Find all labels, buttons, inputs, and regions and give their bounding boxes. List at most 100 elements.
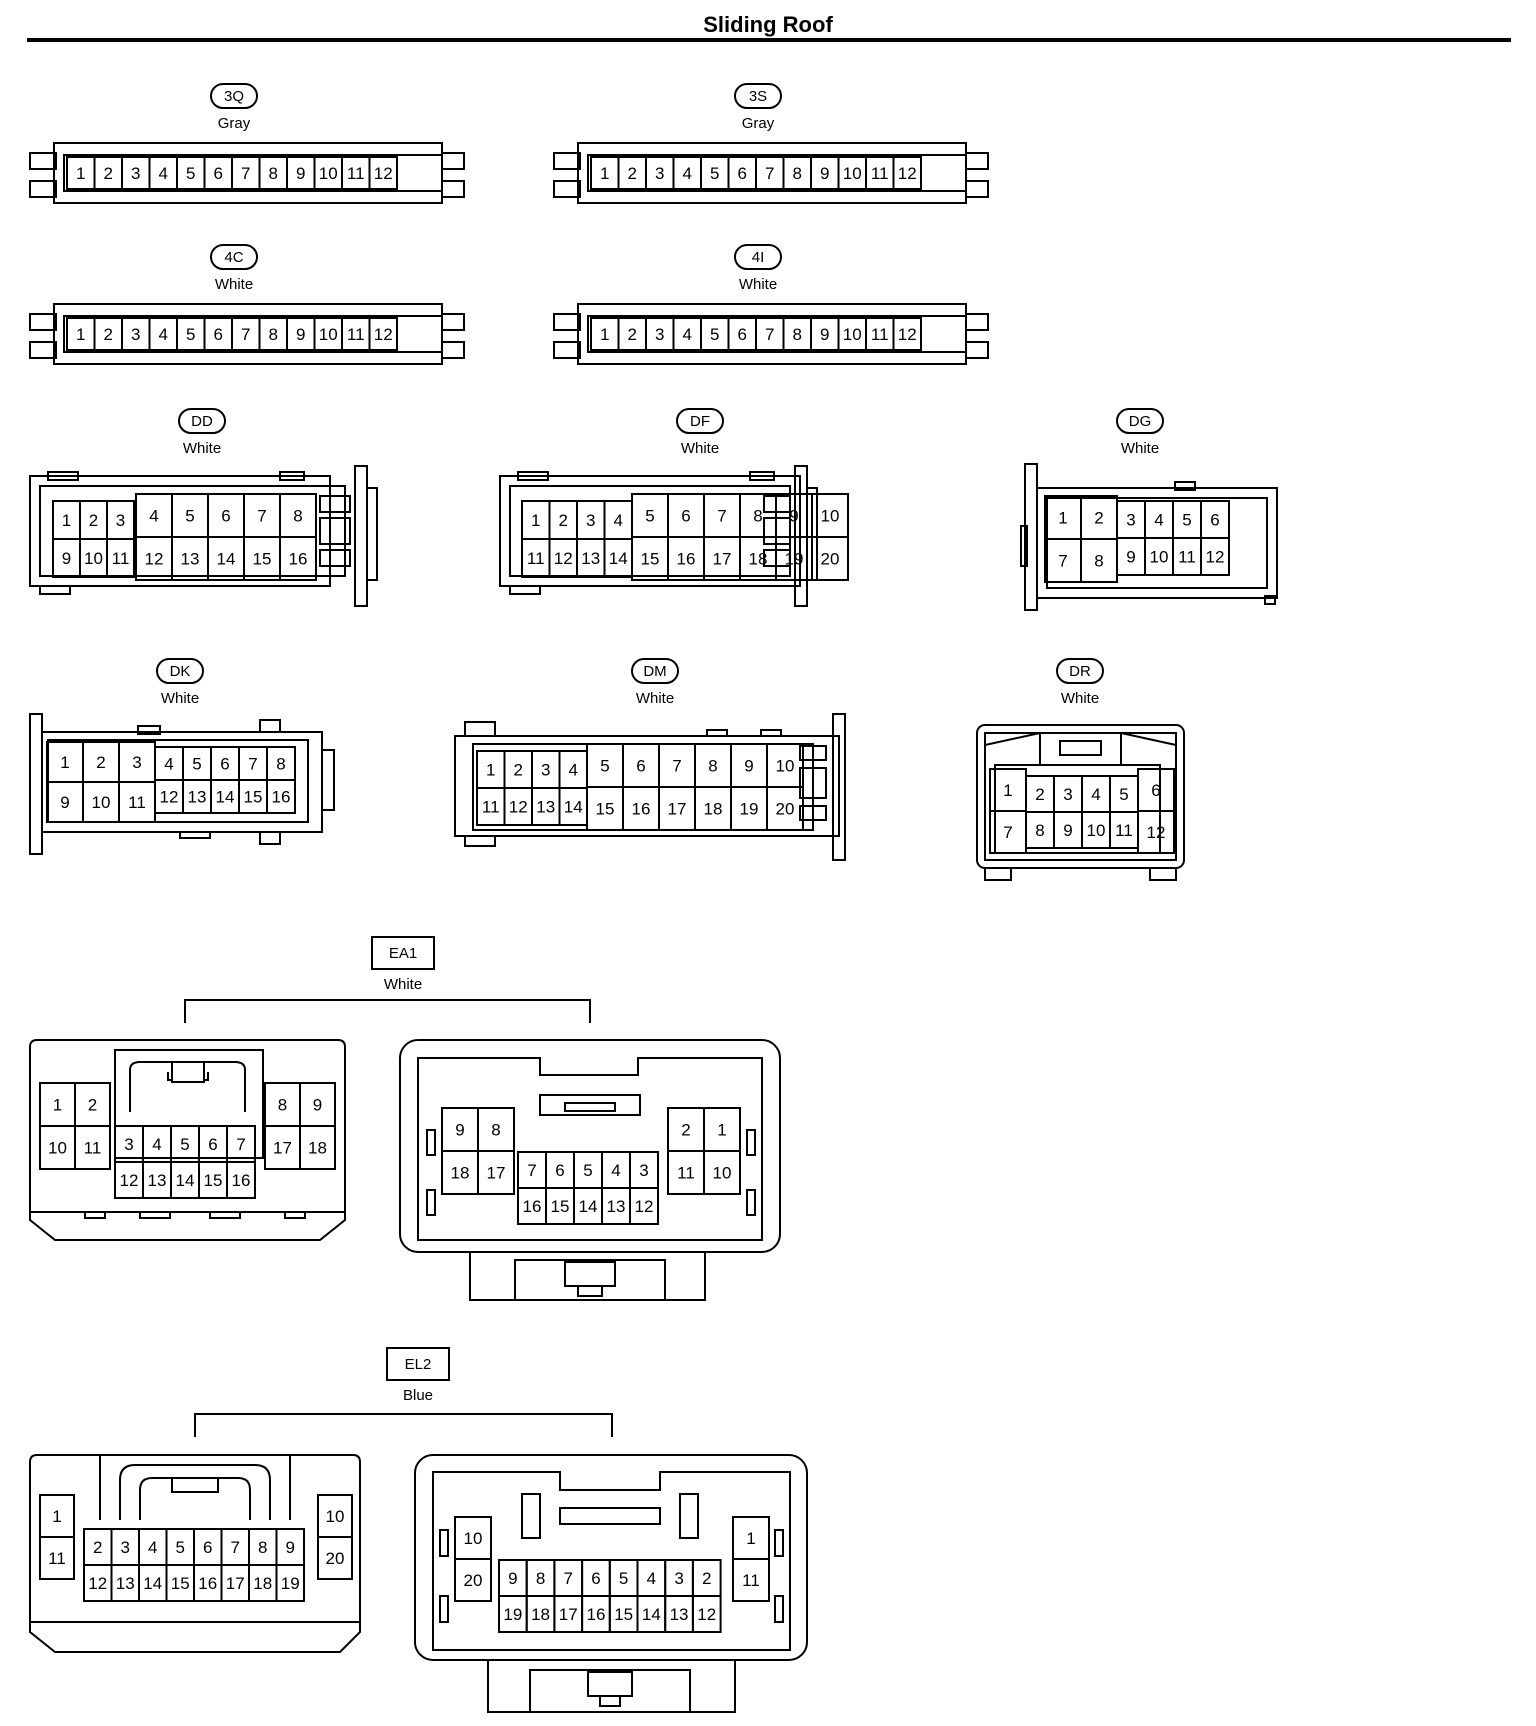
- pin-number: 18: [253, 1574, 272, 1593]
- pin-number: 7: [241, 325, 250, 344]
- pin-number: 13: [581, 549, 600, 568]
- housing-outline: [319, 517, 351, 545]
- pin-number: 7: [672, 757, 681, 776]
- pin-number: 3: [121, 1538, 130, 1557]
- pin-number: 15: [596, 800, 615, 819]
- pin-number: 2: [514, 761, 523, 780]
- housing-outline: [399, 1039, 781, 1253]
- housing-outline: [29, 475, 331, 587]
- pin-number: 5: [710, 325, 719, 344]
- housing-outline: [587, 154, 967, 192]
- page-title: Sliding Roof: [703, 12, 833, 37]
- pin-number: 4: [683, 325, 692, 344]
- connector-code-oval: [178, 408, 226, 434]
- pin-number: 2: [559, 511, 568, 530]
- pin-number: 13: [181, 550, 200, 569]
- pin-number: 7: [257, 507, 266, 526]
- pin-number: 20: [776, 800, 795, 819]
- pin-number: 16: [198, 1574, 217, 1593]
- pin-number: 2: [628, 325, 637, 344]
- pin-number: 10: [464, 1529, 483, 1548]
- pin-number: 1: [76, 325, 85, 344]
- housing-outline: [509, 485, 791, 577]
- pin-number: 4: [159, 325, 168, 344]
- pin-number: 2: [93, 1538, 102, 1557]
- pin-number: 8: [269, 325, 278, 344]
- pin-number: 4: [152, 1135, 161, 1154]
- housing-outline: [539, 1094, 641, 1116]
- pin-number: 11: [871, 325, 889, 344]
- housing-outline: [114, 1049, 264, 1159]
- connector-color: White: [636, 690, 674, 707]
- connector-code: EA1: [389, 945, 417, 962]
- pin-number: 10: [1150, 548, 1169, 567]
- pin-number: 11: [347, 325, 365, 344]
- pin-number: 10: [713, 1164, 732, 1183]
- pin-cell: [732, 1558, 770, 1602]
- housing-outline: [139, 1477, 251, 1520]
- pin-number: 6: [214, 325, 223, 344]
- pin-number: 9: [286, 1538, 295, 1557]
- housing-outline: [553, 341, 581, 359]
- pin-number: 6: [636, 757, 645, 776]
- pin-cell: [317, 1536, 353, 1580]
- housing-outline: [184, 999, 591, 1023]
- housing-outline: [487, 1660, 736, 1713]
- connector-code-oval: [210, 244, 258, 270]
- pin-number: 17: [559, 1605, 578, 1624]
- pin-number: 7: [527, 1161, 536, 1180]
- pin-number: 7: [231, 1538, 240, 1557]
- pin-number: 18: [749, 550, 768, 569]
- housing-outline: [529, 1669, 691, 1713]
- housing-outline: [39, 485, 346, 577]
- pin-number: 11: [527, 549, 545, 568]
- pin-number: 1: [531, 511, 540, 530]
- pin-cell: [629, 1187, 659, 1225]
- housing-outline: [965, 180, 989, 198]
- pin-number: 1: [717, 1121, 726, 1140]
- housing-outline: [366, 487, 378, 581]
- pin-number: 15: [204, 1171, 223, 1190]
- pin-number: 1: [76, 164, 85, 183]
- housing-outline: [29, 341, 57, 359]
- pin-number: 6: [1151, 781, 1160, 800]
- pin-number: 11: [128, 793, 146, 812]
- pin-number: 3: [1126, 511, 1135, 530]
- housing-outline: [984, 732, 1177, 746]
- housing-outline: [454, 735, 840, 837]
- pin-number: 10: [1087, 821, 1106, 840]
- pin-number: 1: [53, 1096, 62, 1115]
- connector-color: Blue: [403, 1387, 433, 1404]
- pin-number: 2: [628, 164, 637, 183]
- housing-outline: [706, 729, 728, 737]
- pin-number: 4: [614, 511, 623, 530]
- pin-number: 3: [124, 1135, 133, 1154]
- pin-number: 7: [564, 1569, 573, 1588]
- housing-outline: [29, 313, 57, 331]
- connector-code-oval: [734, 244, 782, 270]
- connector-color: White: [739, 276, 777, 293]
- housing-outline: [259, 719, 281, 733]
- housing-outline: [1039, 732, 1122, 766]
- housing-outline: [774, 1529, 784, 1557]
- pin-number: 3: [655, 325, 664, 344]
- pin-number: 11: [347, 164, 365, 183]
- pin-number: 19: [740, 800, 759, 819]
- pin-number: 17: [487, 1164, 506, 1183]
- connector-color: Gray: [218, 115, 251, 132]
- pin-number: 8: [536, 1569, 545, 1588]
- housing-outline: [514, 1259, 666, 1301]
- pin-number: 2: [89, 511, 98, 530]
- pin-number: 16: [523, 1197, 542, 1216]
- pin-number: 1: [486, 761, 495, 780]
- pin-number: 11: [84, 1139, 102, 1158]
- pin-cell: [106, 538, 135, 578]
- pin-number: 5: [645, 507, 654, 526]
- pin-number: 12: [898, 164, 917, 183]
- pin-number: 15: [171, 1574, 190, 1593]
- housing-outline: [441, 313, 465, 331]
- connector-code: 3Q: [224, 88, 244, 105]
- pin-cell: [279, 536, 317, 581]
- pin-cell: [226, 1161, 256, 1199]
